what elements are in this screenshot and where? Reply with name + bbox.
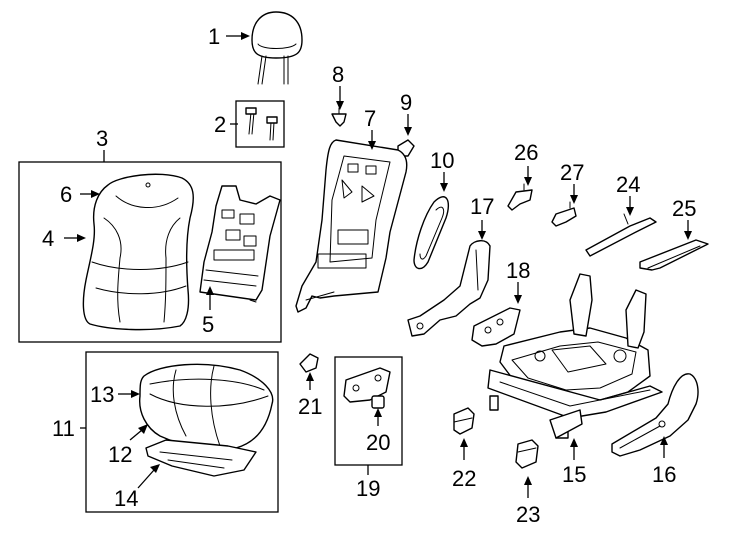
callout-4: 4 <box>42 226 54 251</box>
callout-16: 16 <box>652 462 676 487</box>
side-cover-part[interactable] <box>611 373 699 457</box>
bolt-cap-part[interactable] <box>371 395 385 409</box>
group-box-seat-cushion <box>85 351 279 513</box>
latch-bracket-part[interactable] <box>551 201 577 227</box>
leader-lines <box>64 32 692 498</box>
callout-8: 8 <box>332 62 344 87</box>
callout-15: 15 <box>562 462 586 487</box>
bezel-ring-part[interactable] <box>413 196 450 270</box>
callout-10: 10 <box>430 148 454 173</box>
seat-track-frame-part[interactable] <box>487 273 663 439</box>
callout-5: 5 <box>202 312 214 337</box>
callout-14: 14 <box>114 486 138 511</box>
callout-17: 17 <box>470 194 494 219</box>
callout-26: 26 <box>514 140 538 165</box>
bracket-part[interactable] <box>471 307 521 347</box>
callout-6: 6 <box>60 182 72 207</box>
guide-pins-part[interactable] <box>245 107 278 141</box>
cushion-pan-part[interactable] <box>145 439 257 477</box>
side-shield-part[interactable] <box>407 240 491 337</box>
callout-1: 1 <box>208 24 220 49</box>
seat-back-frame-part[interactable] <box>295 139 408 313</box>
callout-24: 24 <box>616 172 640 197</box>
rod-part[interactable] <box>585 213 657 257</box>
trim-cap-part[interactable] <box>453 407 475 435</box>
callout-27: 27 <box>560 160 584 185</box>
clip-part[interactable] <box>331 107 347 127</box>
hook-bracket-part[interactable] <box>507 183 533 211</box>
callout-13: 13 <box>90 382 114 407</box>
headrest-part[interactable] <box>251 11 303 85</box>
callout-19: 19 <box>356 476 380 501</box>
end-cap-part[interactable] <box>515 439 539 469</box>
group-box-guides <box>235 100 285 148</box>
callout-3: 3 <box>96 126 108 151</box>
callout-11: 11 <box>52 416 75 441</box>
callout-21: 21 <box>298 394 322 419</box>
callout-2: 2 <box>214 112 226 137</box>
callout-25: 25 <box>672 196 696 221</box>
seat-back-pad-part[interactable] <box>199 185 281 303</box>
cover-bar-part[interactable] <box>639 239 709 271</box>
small-clip-part[interactable] <box>299 353 319 373</box>
callout-22: 22 <box>452 466 476 491</box>
callout-20: 20 <box>366 430 390 455</box>
callout-7: 7 <box>364 106 376 131</box>
callout-23: 23 <box>516 502 540 527</box>
callout-12: 12 <box>108 442 132 467</box>
group-box-seat-back <box>18 161 282 343</box>
callout-9: 9 <box>400 90 412 115</box>
seat-cushion-cover-part[interactable] <box>139 363 274 450</box>
callout-18: 18 <box>506 258 530 283</box>
seat-back-cover-part[interactable] <box>82 173 194 331</box>
